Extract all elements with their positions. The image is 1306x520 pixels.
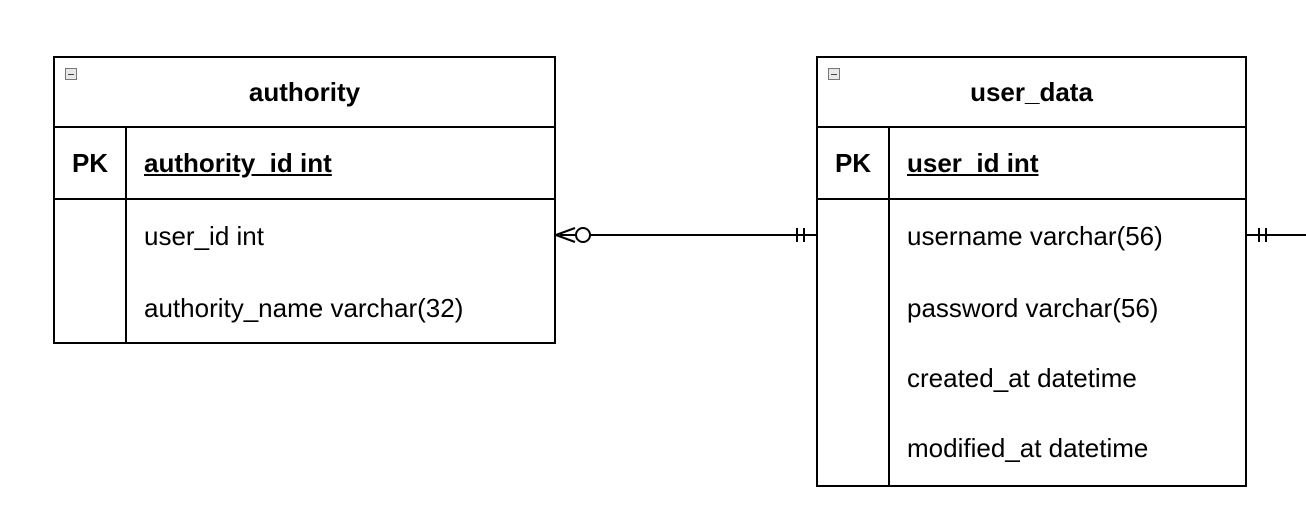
relationship-user-data-offscreen[interactable] [1247,228,1306,242]
field-authority-name: authority_name varchar(32) [144,292,464,323]
crows-foot-upper [555,227,576,236]
key-column-divider [125,128,127,342]
key-column-divider [888,128,890,485]
field-modified-at: modified_at datetime [907,432,1149,463]
field-password: password varchar(56) [907,292,1159,323]
field-user-id: user_id int [144,220,264,251]
primary-key-field: user_id int [907,147,1039,178]
primary-key-field: authority_id int [144,147,332,178]
crows-foot-lower [555,234,576,243]
relationship-authority-user-data[interactable] [555,227,816,243]
collapse-icon[interactable] [65,68,77,80]
pk-label: PK [71,147,109,178]
entity-title-text: user_data [970,76,1093,107]
zero-optional-circle [575,227,591,243]
primary-key-row: PK authority_id int [55,128,554,200]
entity-title: user_data [818,58,1245,128]
entity-user-data[interactable]: user_data PK user_id int username varcha… [816,56,1247,487]
primary-key-row: PK user_id int [818,128,1245,200]
field-created-at: created_at datetime [907,362,1137,393]
pk-label: PK [834,147,872,178]
entity-authority[interactable]: authority PK authority_id int user_id in… [53,56,556,344]
collapse-icon[interactable] [828,68,840,80]
entity-title-text: authority [248,76,361,107]
entity-title: authority [55,58,554,128]
field-username: username varchar(56) [907,220,1163,251]
